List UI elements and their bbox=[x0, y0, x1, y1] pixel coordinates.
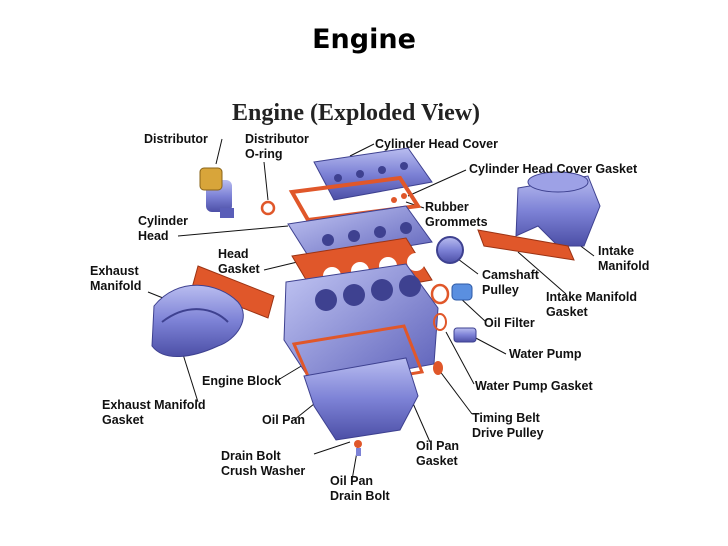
label-oil-filter: Oil Filter bbox=[484, 316, 535, 330]
intake-manifold-gasket-part bbox=[477, 229, 575, 261]
label-rubber-grommets: Rubber Grommets bbox=[425, 200, 488, 229]
engine-block-part bbox=[283, 263, 439, 387]
exploded-view-diagram: Engine (Exploded View) Distributor Distr… bbox=[88, 96, 656, 500]
label-distributor: Distributor bbox=[144, 132, 208, 146]
distributor-part bbox=[199, 167, 234, 218]
label-water-pump-gasket: Water Pump Gasket bbox=[475, 379, 593, 393]
label-timing-belt-drive-pulley: Timing Belt Drive Pulley bbox=[472, 411, 544, 440]
timing-belt-drive-pulley-part bbox=[433, 361, 443, 375]
label-exhaust-manifold: Exhaust Manifold bbox=[90, 264, 142, 293]
oil-pan-part bbox=[303, 357, 419, 441]
label-drain-bolt-crush-washer: Drain Bolt Crush Washer bbox=[221, 449, 306, 478]
cylinder-head-cover-gasket-part bbox=[288, 175, 422, 223]
oil-filter-part bbox=[430, 283, 473, 305]
label-engine-block: Engine Block bbox=[202, 374, 282, 388]
label-distributor-oring: Distributor O-ring bbox=[245, 132, 309, 161]
distributor-oring-part bbox=[260, 200, 276, 216]
intake-manifold-part bbox=[515, 171, 601, 247]
label-intake-manifold: Intake Manifold bbox=[598, 244, 650, 273]
slide-title: Engine bbox=[312, 24, 416, 55]
label-cylinder-head: Cylinder Head bbox=[138, 214, 189, 243]
exhaust-manifold-part bbox=[151, 284, 244, 358]
drain-bolt-crush-washer-part bbox=[354, 440, 362, 448]
camshaft-pulley-part bbox=[436, 236, 464, 264]
exhaust-manifold-gasket-part bbox=[191, 265, 275, 319]
label-camshaft-pulley: Camshaft Pulley bbox=[482, 268, 539, 297]
rubber-grommets-part bbox=[391, 193, 407, 203]
label-intake-manifold-gasket: Intake Manifold Gasket bbox=[546, 290, 637, 319]
oil-pan-gasket-part bbox=[291, 324, 425, 392]
label-cylinder-head-cover-gasket: Cylinder Head Cover Gasket bbox=[469, 162, 638, 176]
oil-pan-drain-bolt-part bbox=[356, 448, 361, 456]
label-water-pump: Water Pump bbox=[509, 347, 582, 361]
label-oil-pan-gasket: Oil Pan Gasket bbox=[416, 439, 460, 468]
label-cylinder-head-cover: Cylinder Head Cover bbox=[375, 137, 498, 151]
label-oil-pan: Oil Pan bbox=[262, 413, 306, 427]
label-oil-pan-drain-bolt: Oil Pan Drain Bolt bbox=[330, 474, 390, 500]
engine-illustration bbox=[147, 138, 601, 481]
label-head-gasket: Head Gasket bbox=[218, 247, 260, 276]
label-exhaust-manifold-gasket: Exhaust Manifold Gasket bbox=[102, 398, 206, 427]
diagram-title: Engine (Exploded View) bbox=[232, 100, 481, 126]
cylinder-head-cover-part bbox=[313, 147, 433, 201]
water-pump-part bbox=[433, 313, 477, 343]
